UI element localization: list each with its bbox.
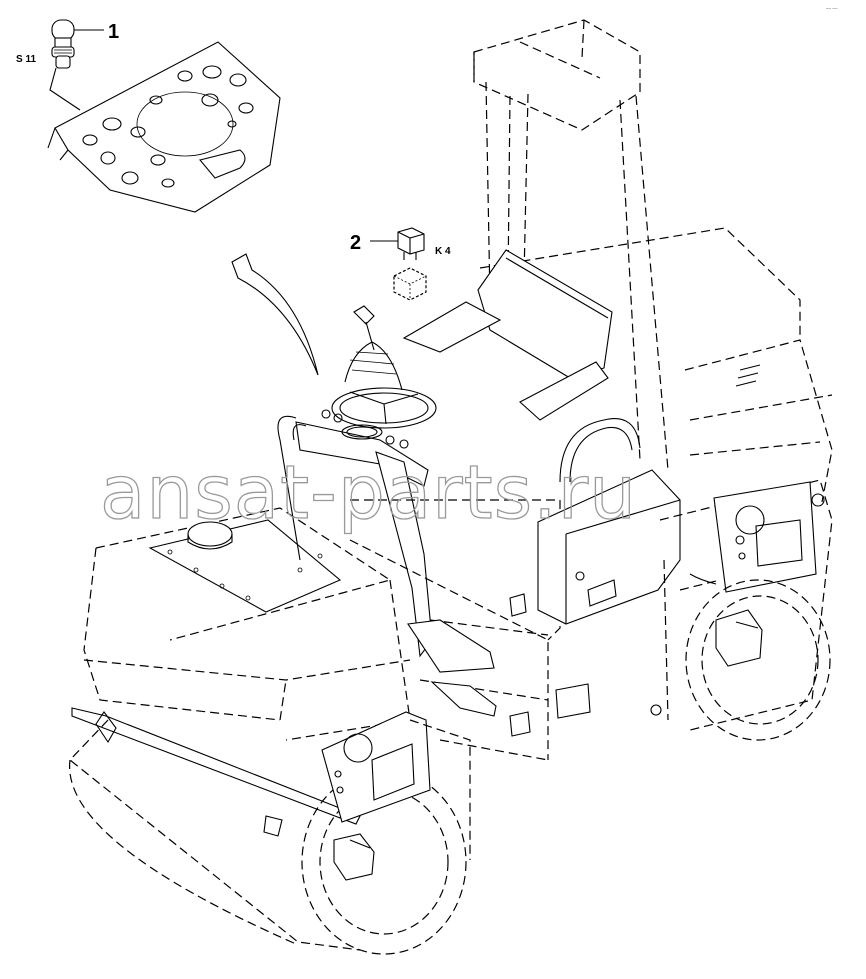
callout-number-2: 2 [350,232,361,254]
leader-line-1 [49,29,104,111]
part-code-s11: S 11 [16,54,36,65]
front-bumper [71,707,361,837]
steering-wheel [331,387,437,429]
center-chassis [349,469,681,761]
part-code-k4: K 4 [435,246,451,257]
watermark: ansat-parts.ru [100,450,637,536]
view-direction-arrow [231,253,319,376]
callout-number-1: 1 [108,21,119,43]
side-handrail [559,418,641,483]
rear-drum-assembly [650,479,833,741]
corner-mark: — — [826,6,837,12]
rear-hood [479,227,833,503]
push-button-part-1 [51,19,75,69]
relay-part-2 [397,227,425,260]
rops-frame [473,19,669,471]
dashboard-panel [47,41,281,213]
relay-socket [393,267,427,301]
operator-seat [402,249,613,421]
front-drum-assembly [69,711,471,955]
dash-console [277,409,433,658]
control-lever [344,305,403,391]
front-hood [83,507,411,741]
